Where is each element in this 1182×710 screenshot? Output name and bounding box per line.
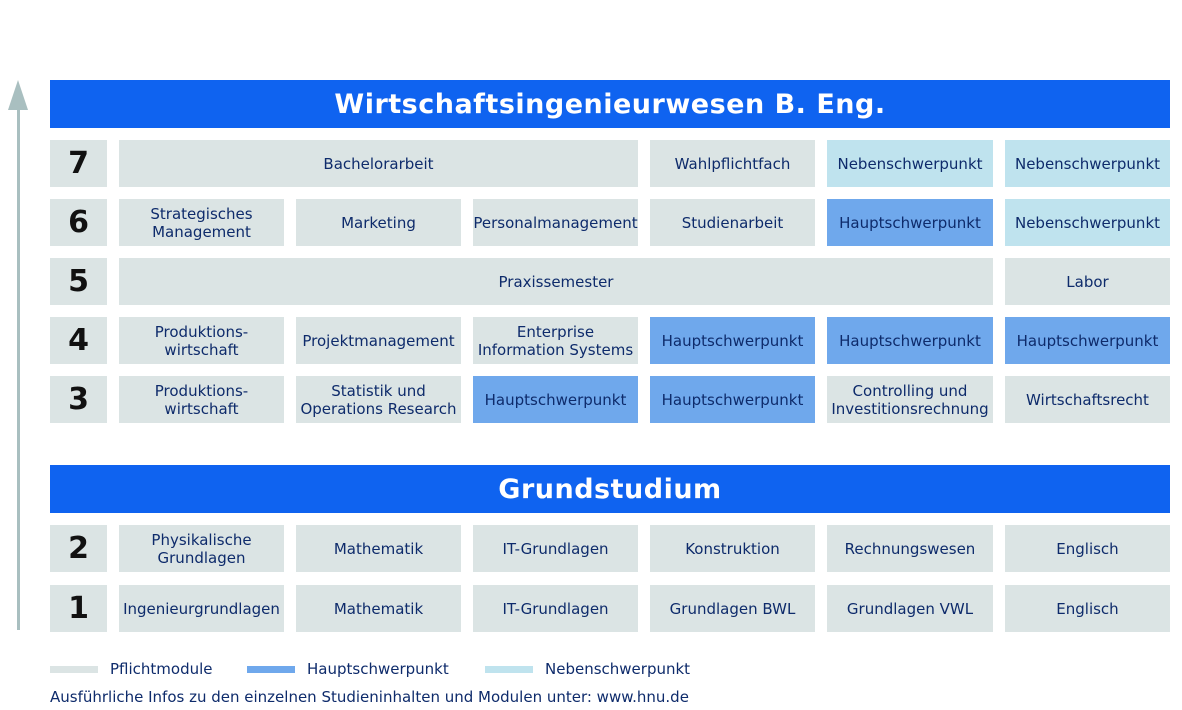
module-wirtschaftsrecht: Wirtschaftsrecht bbox=[1005, 376, 1170, 423]
semester-row-6: 6 Strategisches Management Marketing Per… bbox=[50, 199, 1170, 246]
legend-item-haupt: Hauptschwerpunkt bbox=[247, 659, 449, 679]
grundstudium-title: Grundstudium bbox=[498, 473, 722, 505]
semester-row-1: 1 Ingenieurgrundlagen Mathematik IT-Grun… bbox=[50, 585, 1170, 632]
module-konstruktion: Konstruktion bbox=[650, 525, 815, 572]
semester-number: 3 bbox=[50, 376, 107, 423]
module-physikalische-grundlagen: Physikalische Grundlagen bbox=[119, 525, 284, 572]
module-nebenschwerpunkt: Nebenschwerpunkt bbox=[827, 140, 993, 187]
module-it-grundlagen: IT-Grundlagen bbox=[473, 585, 638, 632]
module-mathematik: Mathematik bbox=[296, 585, 461, 632]
module-englisch: Englisch bbox=[1005, 585, 1170, 632]
module-produktionswirtschaft: Produktions-wirtschaft bbox=[119, 317, 284, 364]
module-englisch: Englisch bbox=[1005, 525, 1170, 572]
footer-info-text: Ausführliche Infos zu den einzelnen Stud… bbox=[50, 688, 689, 706]
module-personalmanagement: Personalmanagement bbox=[473, 199, 638, 246]
module-hauptschwerpunkt: Hauptschwerpunkt bbox=[827, 317, 993, 364]
legend-item-neben: Nebenschwerpunkt bbox=[485, 659, 690, 679]
legend-swatch-neben bbox=[485, 665, 533, 673]
module-rechnungswesen: Rechnungswesen bbox=[827, 525, 993, 572]
module-hauptschwerpunkt: Hauptschwerpunkt bbox=[650, 376, 815, 423]
legend-swatch-haupt bbox=[247, 665, 295, 673]
legend-item-pflicht: Pflichtmodule bbox=[50, 659, 213, 679]
module-hauptschwerpunkt: Hauptschwerpunkt bbox=[1005, 317, 1170, 364]
module-controlling-investitionsrechnung: Controlling und Investitionsrechnung bbox=[827, 376, 993, 423]
semester-number: 6 bbox=[50, 199, 107, 246]
module-praxissemester: Praxissemester bbox=[119, 258, 993, 305]
legend-label: Nebenschwerpunkt bbox=[545, 660, 691, 678]
semester-arrow-line bbox=[17, 108, 20, 630]
module-statistik-operations-research: Statistik und Operations Research bbox=[296, 376, 461, 423]
module-studienarbeit: Studienarbeit bbox=[650, 199, 815, 246]
module-projektmanagement: Projektmanagement bbox=[296, 317, 461, 364]
module-labor: Labor bbox=[1005, 258, 1170, 305]
module-hauptschwerpunkt: Hauptschwerpunkt bbox=[650, 317, 815, 364]
semester-number: 5 bbox=[50, 258, 107, 305]
module-grundlagen-bwl: Grundlagen BWL bbox=[650, 585, 815, 632]
semester-row-7: 7 Bachelorarbeit Wahlpflichtfach Nebensc… bbox=[50, 140, 1170, 187]
module-ingenieurgrundlagen: Ingenieurgrundlagen bbox=[119, 585, 284, 632]
legend-swatch-pflicht bbox=[50, 665, 98, 673]
semester-row-4: 4 Produktions-wirtschaft Projektmanageme… bbox=[50, 317, 1170, 364]
module-hauptschwerpunkt: Hauptschwerpunkt bbox=[473, 376, 638, 423]
module-wahlpflichtfach: Wahlpflichtfach bbox=[650, 140, 815, 187]
module-bachelorarbeit: Bachelorarbeit bbox=[119, 140, 638, 187]
semester-number: 1 bbox=[50, 585, 107, 632]
module-produktionswirtschaft: Produktions-wirtschaft bbox=[119, 376, 284, 423]
semester-row-5: 5 Praxissemester Labor bbox=[50, 258, 1170, 305]
module-it-grundlagen: IT-Grundlagen bbox=[473, 525, 638, 572]
legend-label: Hauptschwerpunkt bbox=[307, 660, 449, 678]
module-nebenschwerpunkt: Nebenschwerpunkt bbox=[1005, 199, 1170, 246]
semester-number: 2 bbox=[50, 525, 107, 572]
module-mathematik: Mathematik bbox=[296, 525, 461, 572]
semester-row-3: 3 Produktions-wirtschaft Statistik und O… bbox=[50, 376, 1170, 423]
semester-row-2: 2 Physikalische Grundlagen Mathematik IT… bbox=[50, 525, 1170, 572]
module-hauptschwerpunkt: Hauptschwerpunkt bbox=[827, 199, 993, 246]
legend-label: Pflichtmodule bbox=[110, 660, 213, 678]
semester-number: 4 bbox=[50, 317, 107, 364]
module-nebenschwerpunkt: Nebenschwerpunkt bbox=[1005, 140, 1170, 187]
program-title: Wirtschaftsingenieurwesen B. Eng. bbox=[334, 88, 886, 120]
module-enterprise-information-systems: Enterprise Information Systems bbox=[473, 317, 638, 364]
semester-number: 7 bbox=[50, 140, 107, 187]
module-strategisches-management: Strategisches Management bbox=[119, 199, 284, 246]
legend: Pflichtmodule Hauptschwerpunkt Nebenschw… bbox=[50, 659, 750, 679]
program-title-band: Wirtschaftsingenieurwesen B. Eng. bbox=[50, 80, 1170, 128]
module-grundlagen-vwl: Grundlagen VWL bbox=[827, 585, 993, 632]
module-marketing: Marketing bbox=[296, 199, 461, 246]
semester-arrow-head-icon bbox=[8, 80, 28, 110]
grundstudium-band: Grundstudium bbox=[50, 465, 1170, 513]
